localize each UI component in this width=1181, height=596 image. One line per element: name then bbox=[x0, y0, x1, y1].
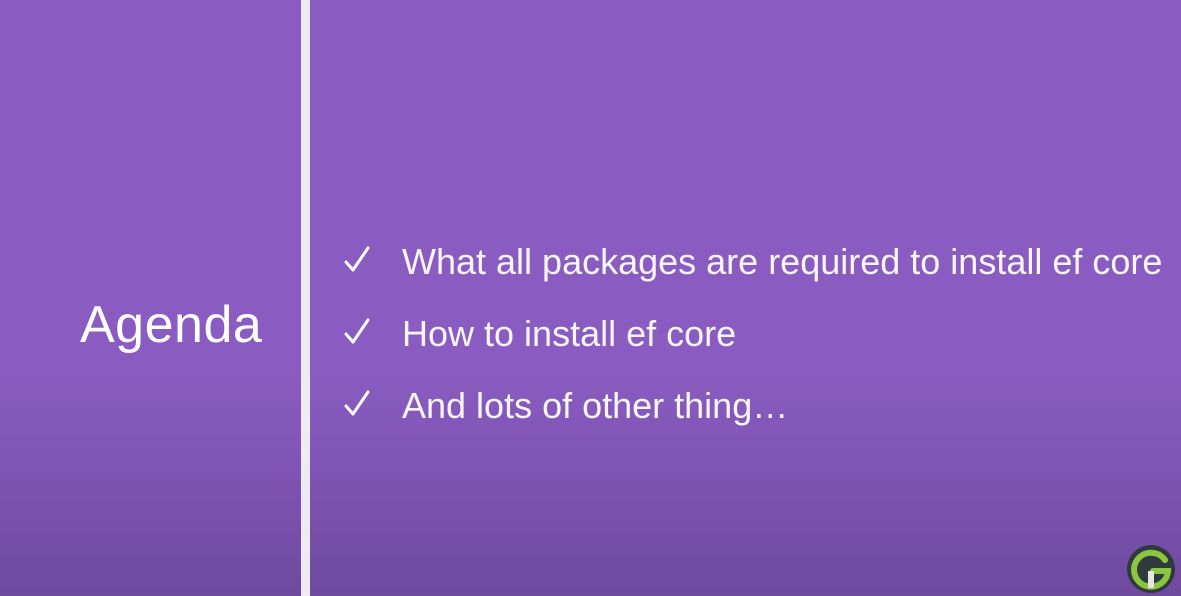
agenda-item-label: How to install ef core bbox=[402, 313, 737, 354]
check-icon bbox=[344, 318, 370, 344]
check-icon bbox=[344, 390, 370, 416]
vertical-divider bbox=[301, 0, 310, 596]
agenda-list: What all packages are required to instal… bbox=[342, 238, 1162, 454]
check-icon bbox=[344, 246, 370, 272]
list-item: How to install ef core bbox=[342, 310, 1162, 382]
list-item: And lots of other thing… bbox=[342, 382, 1162, 454]
title-panel: Agenda bbox=[0, 0, 301, 596]
list-item: What all packages are required to instal… bbox=[342, 238, 1162, 310]
agenda-item-label: What all packages are required to instal… bbox=[402, 241, 1163, 282]
agenda-item-label: And lots of other thing… bbox=[402, 385, 789, 426]
g-logo-icon bbox=[1127, 545, 1175, 593]
slide-title: Agenda bbox=[80, 296, 263, 354]
